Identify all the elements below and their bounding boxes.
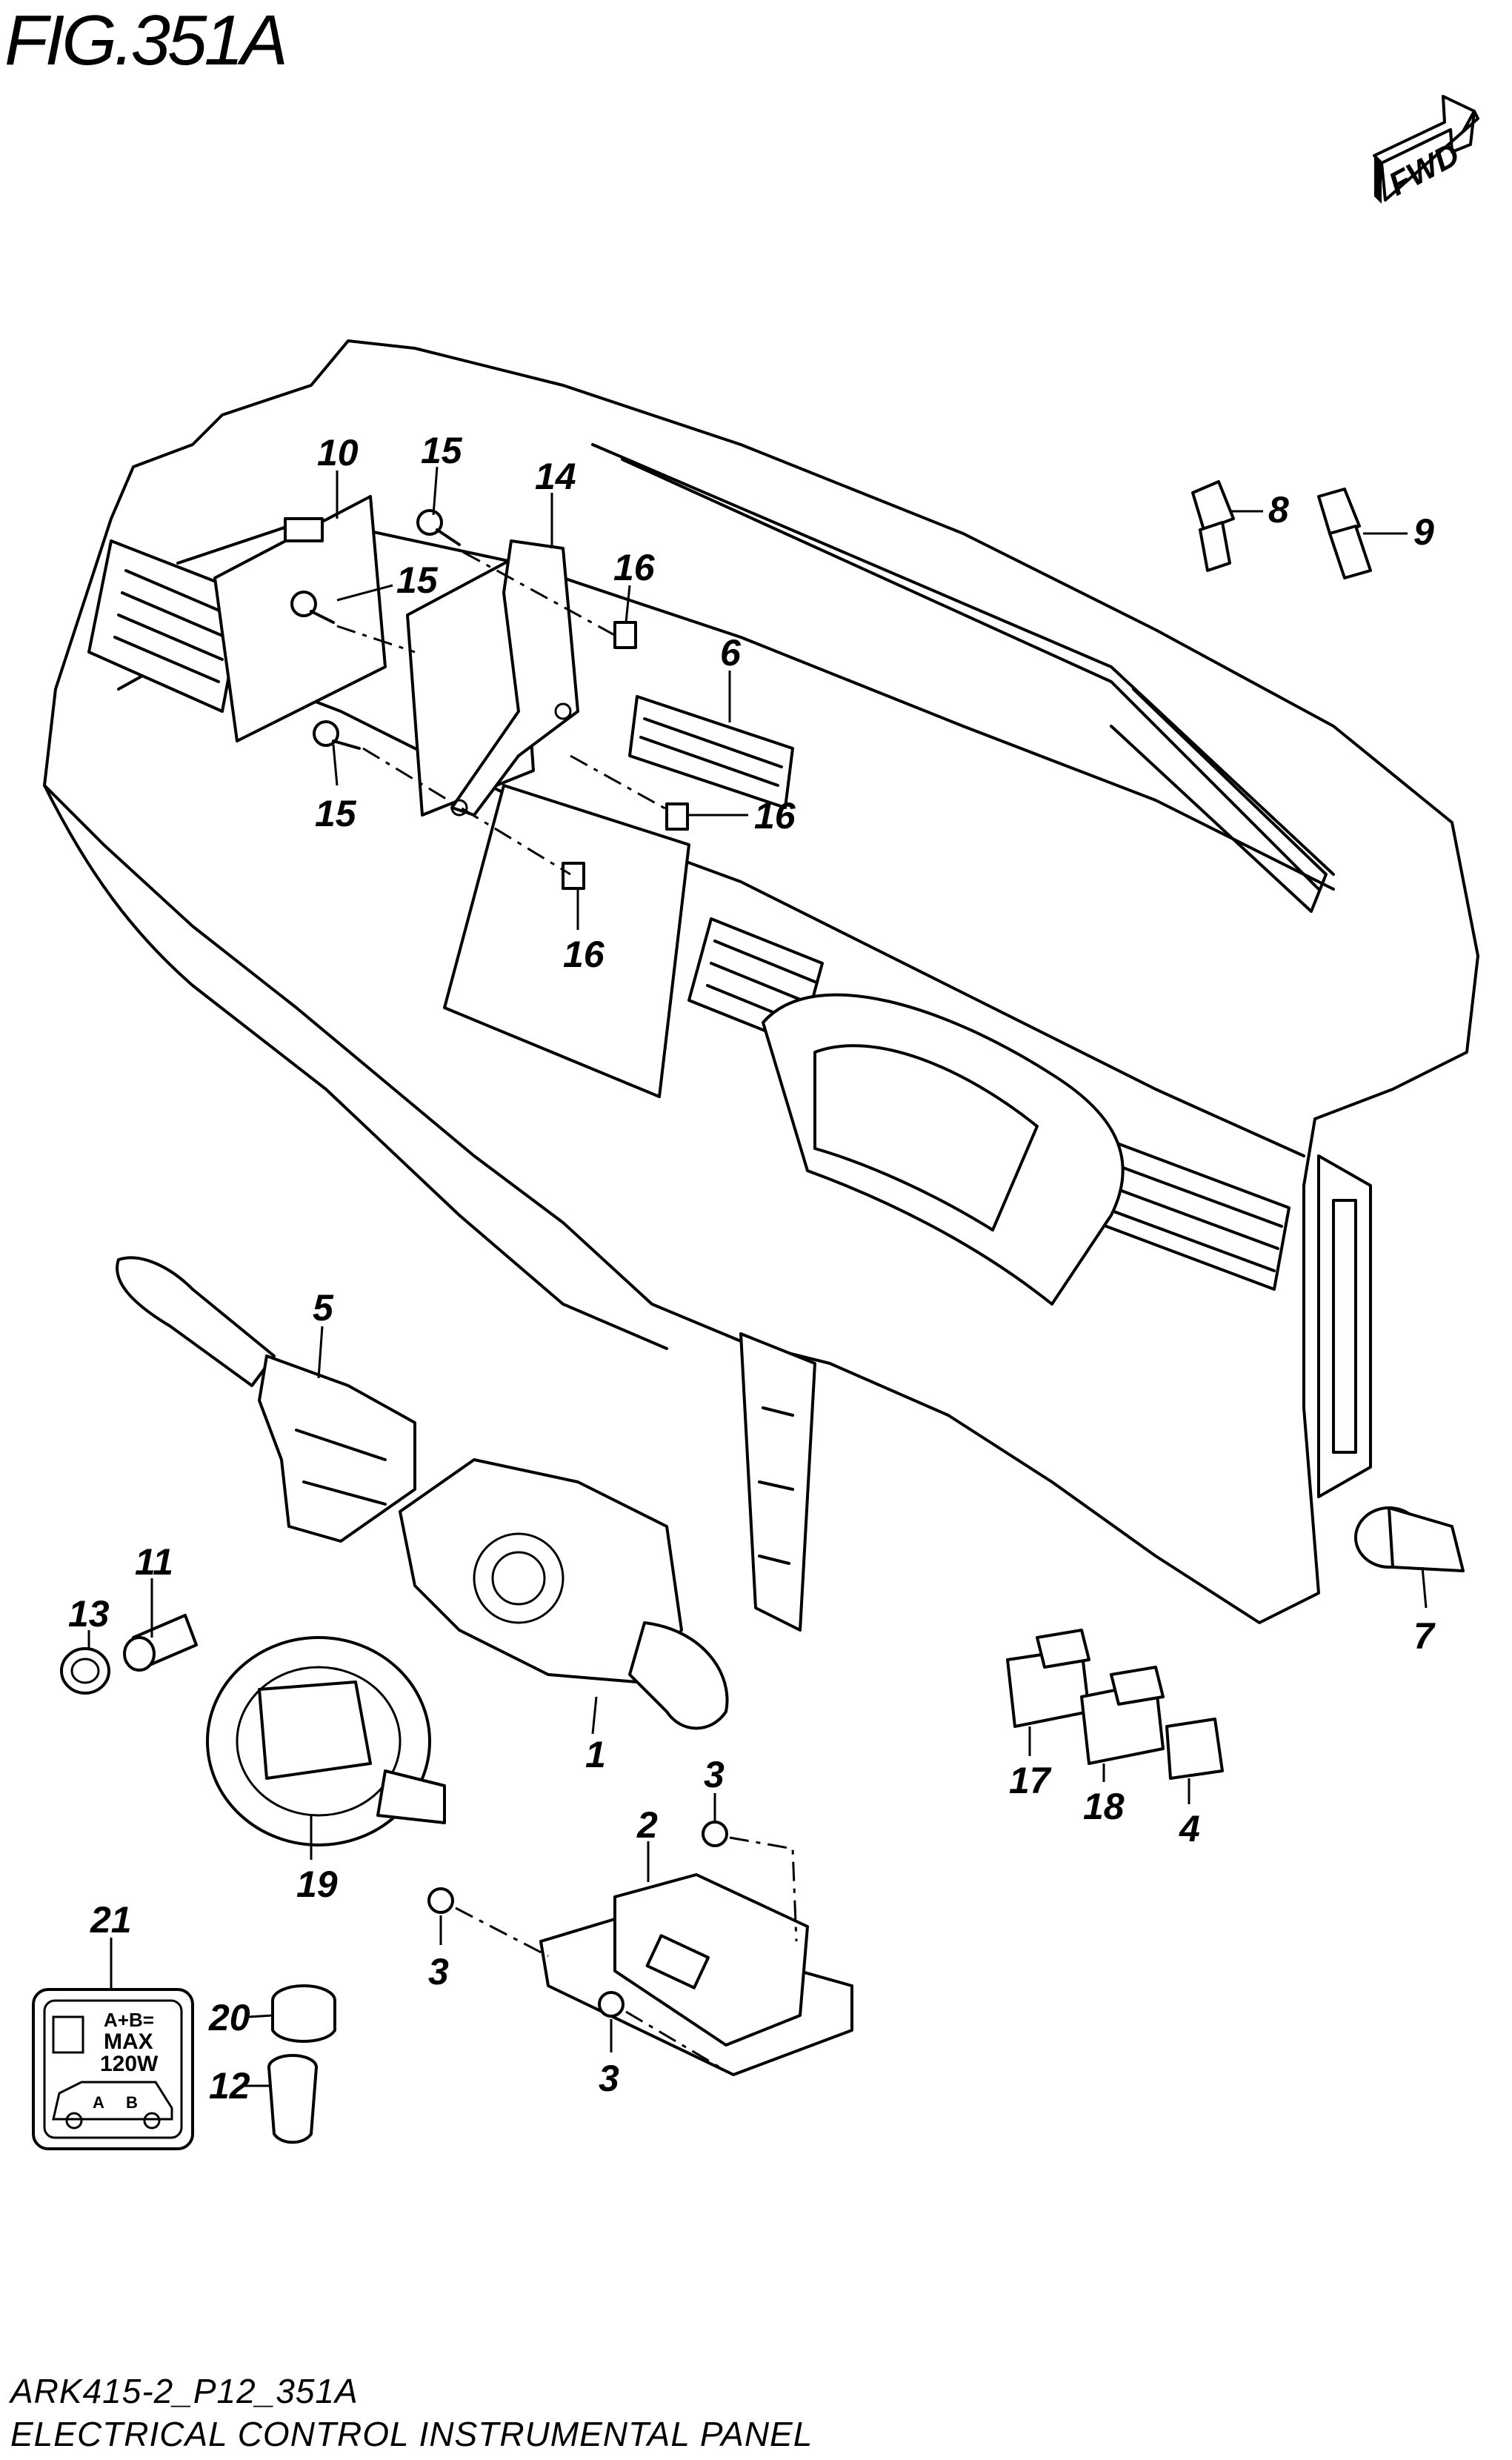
fwd-arrow-badge: FWD bbox=[1373, 95, 1479, 204]
part-13-cap bbox=[60, 1647, 110, 1695]
callout-3-top: 3 bbox=[704, 1754, 725, 1795]
part-21-label-sticker: A+B= MAX 120W A B bbox=[32, 1988, 194, 2150]
sticker-line2: MAX bbox=[104, 2030, 153, 2054]
instrument-panel bbox=[43, 339, 1479, 1632]
callout-6: 6 bbox=[720, 632, 742, 674]
callout-20: 20 bbox=[208, 1997, 250, 2038]
part-7-sensor bbox=[1354, 1506, 1465, 1572]
leader-lines bbox=[87, 466, 1428, 2087]
callout-3-bottom: 3 bbox=[599, 2058, 619, 2099]
part-20-plug bbox=[271, 1984, 336, 2043]
callout-21: 21 bbox=[90, 1899, 132, 1941]
part-18-switch bbox=[1080, 1666, 1165, 1765]
part-2-control-unit bbox=[539, 1873, 853, 2076]
callout-7: 7 bbox=[1413, 1615, 1436, 1657]
callout-11: 11 bbox=[135, 1541, 173, 1583]
callout-4: 4 bbox=[1179, 1808, 1200, 1849]
callout-16-top: 16 bbox=[613, 547, 656, 588]
callout-13: 13 bbox=[68, 1593, 110, 1635]
callout-15-top: 15 bbox=[421, 430, 463, 471]
part-11-socket bbox=[123, 1614, 198, 1672]
part-19-clock-spring bbox=[206, 1636, 446, 1846]
diagram-code: ARK415-2_P12_351A bbox=[10, 2372, 359, 2410]
part-12-socket bbox=[267, 2054, 318, 2144]
callout-18: 18 bbox=[1083, 1786, 1125, 1827]
bolts-15 bbox=[290, 509, 461, 750]
clips-16 bbox=[562, 621, 689, 890]
sticker-b: B bbox=[126, 2093, 138, 2112]
callout-12: 12 bbox=[209, 2065, 250, 2107]
part-1-switch-assembly bbox=[399, 1458, 729, 1730]
callout-10: 10 bbox=[317, 432, 359, 473]
diagram-caption: ELECTRICAL CONTROL INSTRUMENTAL PANEL bbox=[10, 2415, 813, 2453]
part-8-sensor bbox=[1191, 480, 1235, 572]
callout-labels: 10 15 14 15 16 6 16 15 16 8 9 5 1 19 13 … bbox=[68, 430, 1436, 2107]
callout-5: 5 bbox=[313, 1287, 334, 1329]
callout-19: 19 bbox=[296, 1864, 338, 1905]
part-5-combination-switch bbox=[116, 1256, 416, 1543]
callout-2: 2 bbox=[636, 1804, 658, 1846]
callout-16-center: 16 bbox=[563, 934, 605, 975]
sticker-line1: A+B= bbox=[104, 2009, 154, 2031]
part-9-sensor bbox=[1317, 488, 1372, 579]
callout-15-mid: 15 bbox=[396, 559, 439, 601]
part-4-switch bbox=[1165, 1718, 1224, 1780]
callout-1: 1 bbox=[585, 1734, 606, 1775]
callout-17: 17 bbox=[1009, 1760, 1052, 1801]
part-6-switch-panel bbox=[628, 695, 794, 809]
callout-9: 9 bbox=[1413, 511, 1434, 553]
figure-title: FIG.351A bbox=[4, 1, 288, 80]
callout-3-left: 3 bbox=[428, 1951, 449, 1992]
callout-15-low: 15 bbox=[315, 793, 357, 834]
sticker-line3: 120W bbox=[100, 2052, 159, 2076]
callout-14: 14 bbox=[535, 456, 576, 497]
part-17-switch bbox=[1006, 1629, 1090, 1728]
callout-8: 8 bbox=[1268, 489, 1289, 531]
callout-16-right: 16 bbox=[754, 795, 796, 837]
sticker-a: A bbox=[93, 2093, 104, 2112]
part-10-bracket bbox=[213, 495, 387, 742]
